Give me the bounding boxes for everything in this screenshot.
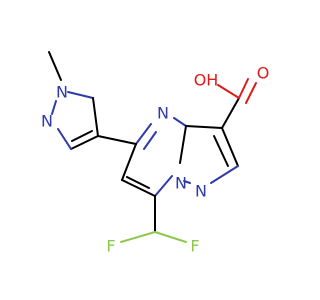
pyrimidine-bond-c7-c6-double xyxy=(126,176,150,189)
pyrazole-bond-c4-c3 xyxy=(70,135,99,150)
pyrimidine-bond-n4-c3a xyxy=(173,117,187,127)
carboxyl-bond-c-o-double xyxy=(245,82,257,104)
carboxyl-bond-c-oh xyxy=(217,84,240,99)
atom-n-ring: N xyxy=(195,182,207,201)
fused-bond-c2-n1 xyxy=(210,165,239,184)
pyrazole-bond-c5-c4 xyxy=(92,97,99,137)
atom-n-bridge: N xyxy=(175,174,187,193)
pyrazole-bond-n2-n1 xyxy=(51,100,57,115)
atom-n-pyrimidine: N xyxy=(157,104,169,123)
pyrimidine-bond-c3a-n7a xyxy=(179,125,187,164)
pyrimidine-bond-c5-n4 xyxy=(135,123,152,145)
pyrazole-bond-n1-c5 xyxy=(67,91,94,99)
molecule-diagram: N N N N N OH O F F xyxy=(41,51,270,256)
carboxyl-bond-c-o xyxy=(238,78,249,99)
atom-o-carbonyl: O xyxy=(257,64,270,83)
fused-bond-n1-n7a xyxy=(183,180,191,184)
fused-bond-c3-c2 xyxy=(221,127,239,167)
atom-n-pyrazole: N xyxy=(41,112,53,131)
ring-link-bond xyxy=(97,135,137,145)
fluorine-bond-right xyxy=(154,231,187,243)
atom-f-right: F xyxy=(190,237,199,256)
pyrazole-bond-c3-n2 xyxy=(57,128,72,150)
atom-n-methyl: N xyxy=(56,83,68,102)
fused-bond-c3-c2-double xyxy=(213,135,229,167)
pyrimidine-bond-c5-n4-double xyxy=(143,131,157,150)
pyrimidine-bond-c6-c5 xyxy=(121,143,137,181)
atom-f-left: F xyxy=(106,237,115,256)
pyrimidine-bond-c7-c6 xyxy=(121,179,156,197)
carboxyl-bond-c3-c xyxy=(221,97,240,129)
fused-bond-c3a-c3 xyxy=(185,125,223,129)
pyrimidine-bond-n7a-c7 xyxy=(154,175,173,197)
molecule-structure: N N N N N OH O F F xyxy=(41,51,270,256)
fluorine-bond-left xyxy=(120,231,156,243)
pyrazole-bond-c4-c3-double xyxy=(71,130,93,142)
methyl-bond xyxy=(48,51,62,81)
atom-o-hydroxyl: OH xyxy=(194,71,219,90)
